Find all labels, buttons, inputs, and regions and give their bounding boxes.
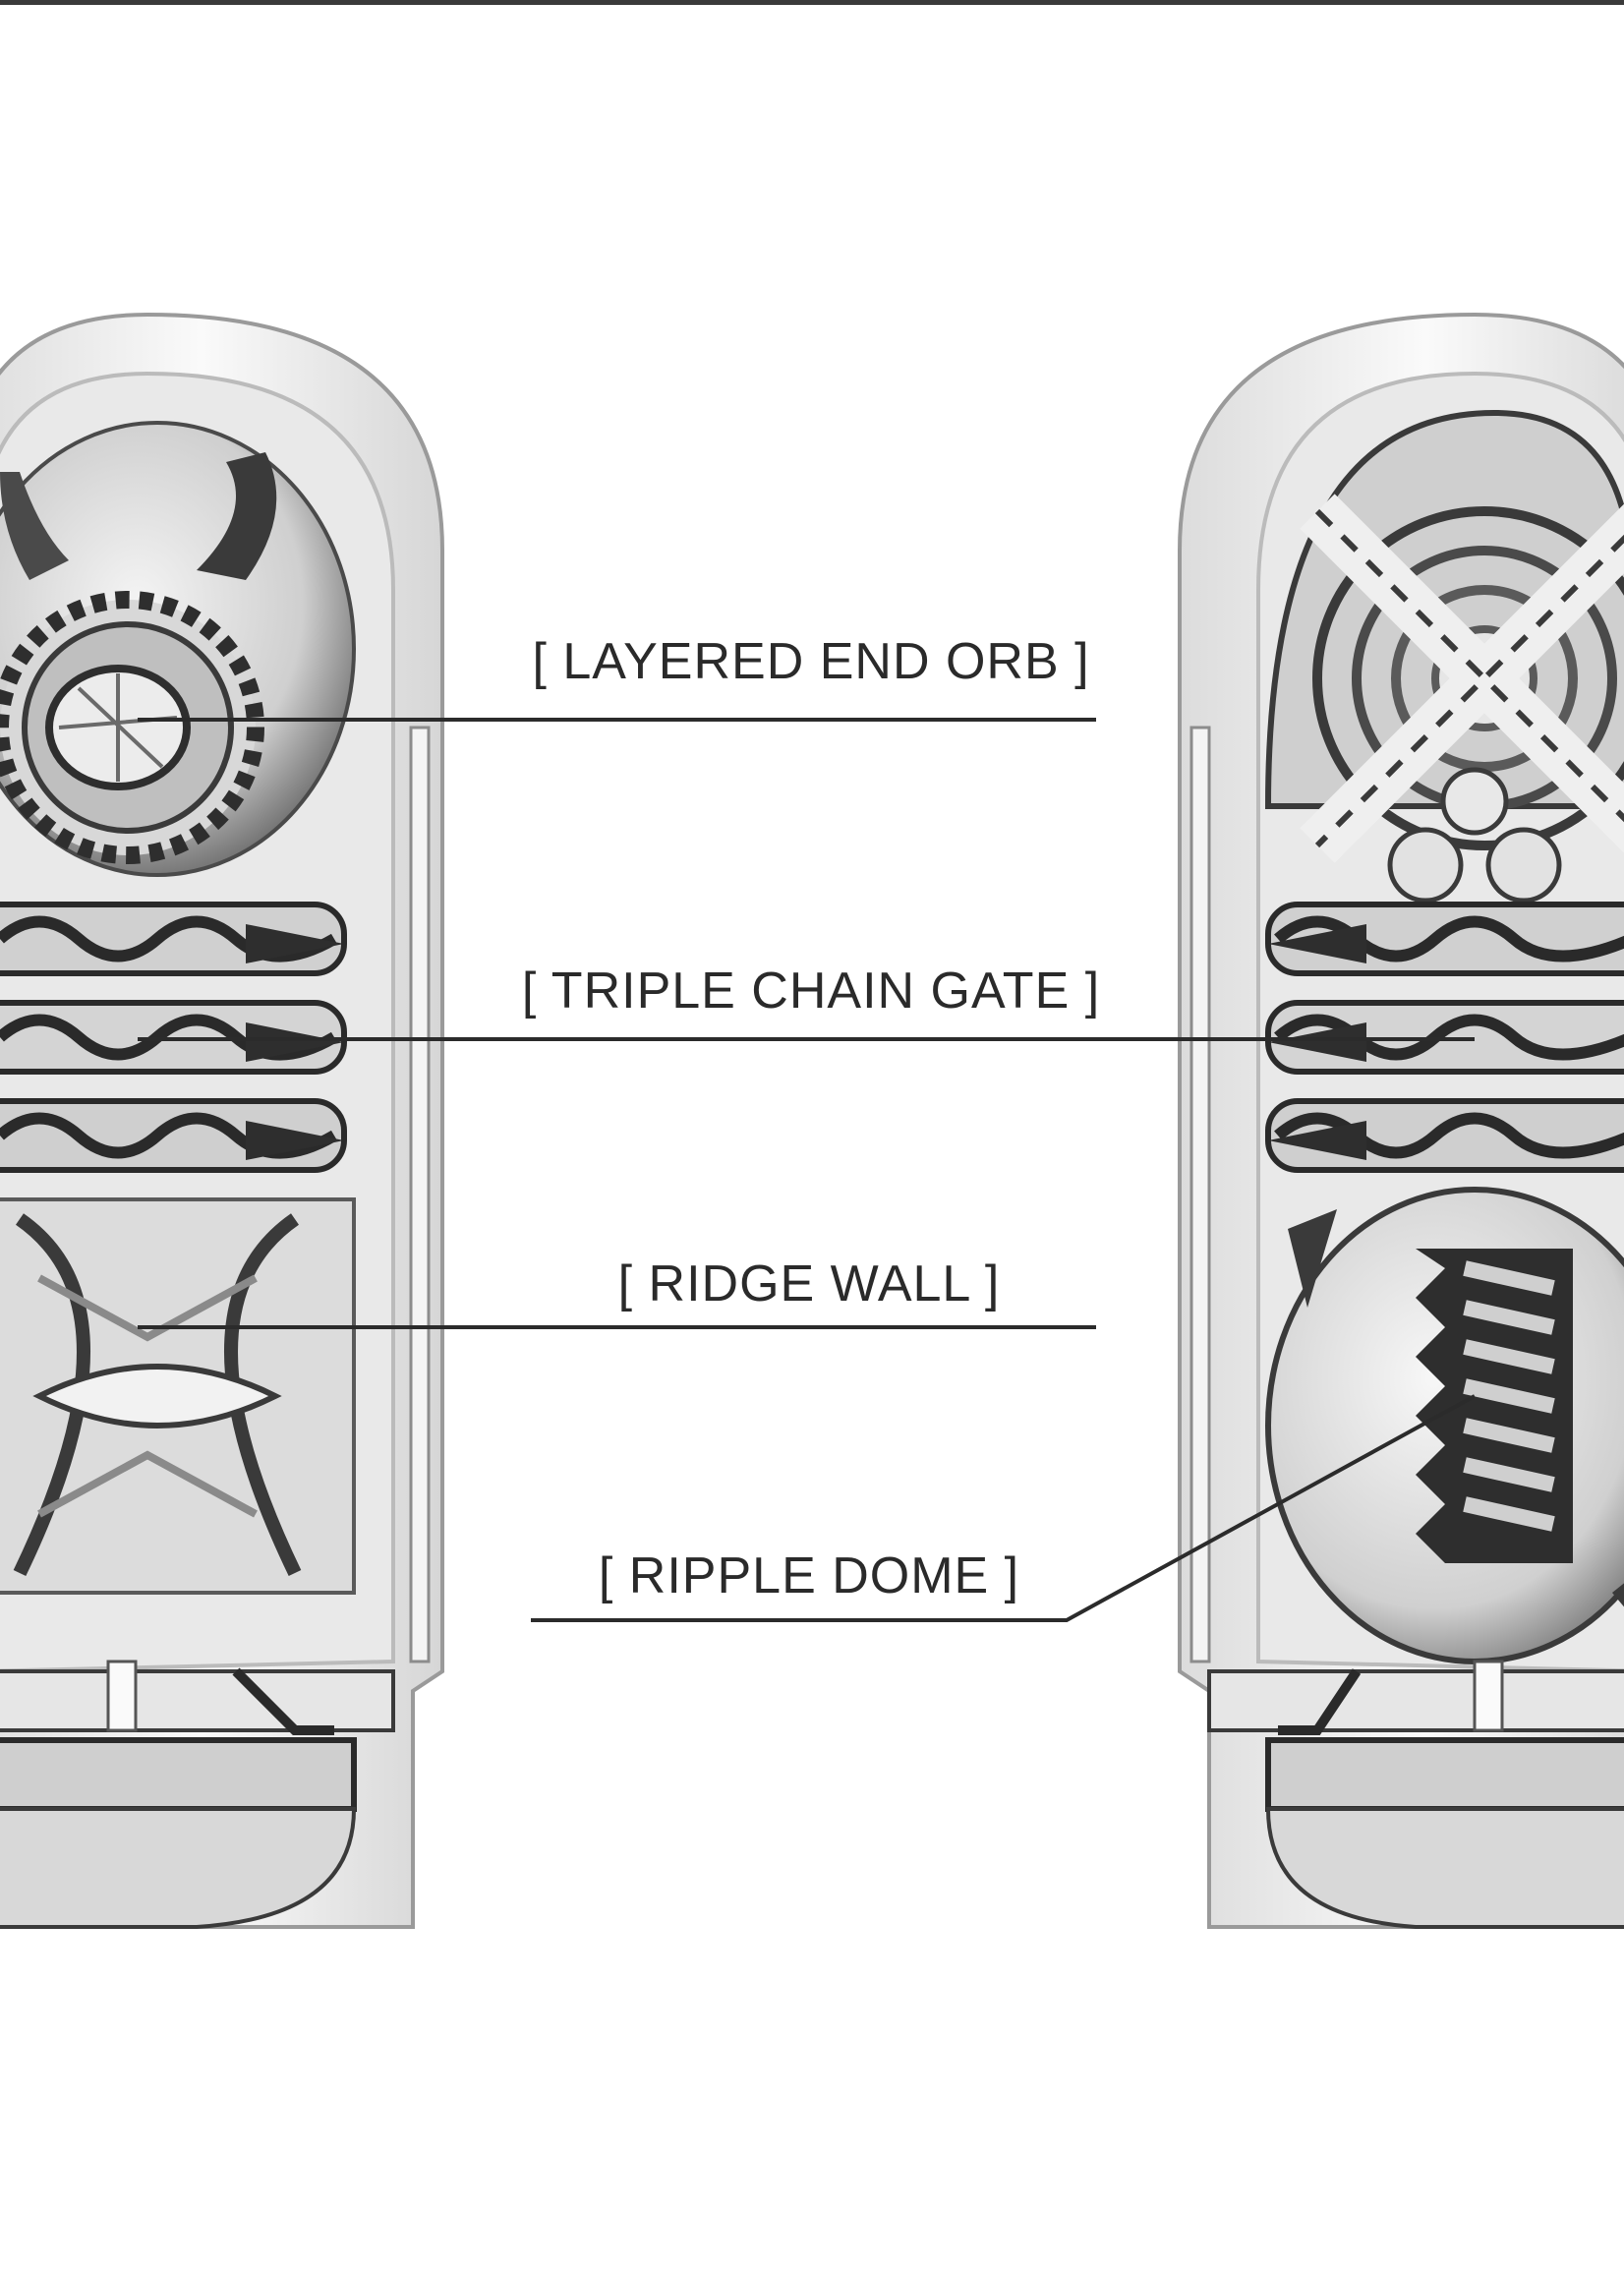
right-ball: [1485, 827, 1562, 904]
left-ridge-wall: [0, 1197, 356, 1595]
left-side-rail: [409, 726, 431, 1663]
right-side-rail: [1189, 726, 1211, 1663]
left-orb-notch: [197, 452, 277, 580]
left-cutaway: [0, 312, 444, 1929]
right-ball: [1387, 827, 1464, 904]
label-ripple-dome: [ RIPPLE DOME ]: [599, 1547, 1019, 1604]
label-ridge-wall: [ RIDGE WALL ]: [618, 1255, 1001, 1312]
left-base: [0, 1660, 395, 1929]
leader-ripple-dome: [531, 1394, 1476, 1622]
left-orb-notch: [0, 472, 69, 580]
right-base: [1207, 1660, 1624, 1929]
label-triple-chain-gate: [ TRIPLE CHAIN GATE ]: [522, 962, 1100, 1020]
leader-lines: [138, 718, 1476, 1622]
right-ripple-dome: [1265, 1187, 1624, 1664]
right-ringed-top: [1264, 409, 1624, 863]
top-border: [0, 0, 1624, 5]
right-cutaway: [1178, 312, 1624, 1929]
right-ball: [1440, 767, 1509, 836]
label-layered-end-orb: [ LAYERED END ORB ]: [532, 633, 1089, 690]
